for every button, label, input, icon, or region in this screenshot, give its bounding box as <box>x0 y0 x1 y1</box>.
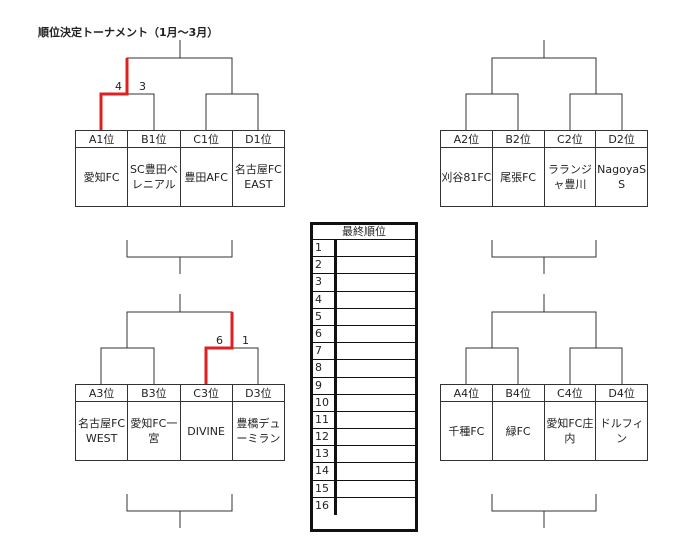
final-team-slot <box>337 412 415 428</box>
final-team-slot <box>337 395 415 411</box>
final-rank-number: 5 <box>313 308 337 325</box>
team-cell: 尾張FC <box>491 147 545 207</box>
final-ranking-row: 15 <box>313 480 415 498</box>
group-table-3: A3位 B3位 C3位 D3位 名古屋FCWEST 愛知FC一宮 DIVINE … <box>74 384 286 461</box>
position-cell: B3位 <box>127 384 181 402</box>
team-cell: NagoyaSS <box>595 147 648 207</box>
team-cell: 豊田AFC <box>179 147 233 207</box>
position-cell: B4位 <box>491 384 545 402</box>
group-table-4: A4位 B4位 C4位 D4位 千種FC 緑FC 愛知FC庄内 ドルフィン <box>440 384 648 461</box>
final-rank-number: 16 <box>313 497 337 515</box>
final-team-slot <box>337 498 415 515</box>
final-team-slot <box>337 343 415 359</box>
final-rank-number: 15 <box>313 480 337 497</box>
score-g3-right: 1 <box>242 334 249 347</box>
final-team-slot <box>337 257 415 273</box>
final-team-slot <box>337 360 415 376</box>
final-team-slot <box>337 240 415 256</box>
final-ranking-row: 10 <box>313 394 415 412</box>
position-cell: D2位 <box>595 130 648 148</box>
final-rank-number: 2 <box>313 257 337 274</box>
page-title: 順位決定トーナメント（1月〜3月） <box>38 26 219 39</box>
position-cell: D3位 <box>231 384 286 402</box>
final-rank-number: 11 <box>313 411 337 429</box>
team-cell: 名古屋FCWEST <box>74 401 129 461</box>
final-team-slot <box>337 463 415 479</box>
final-ranking-row: 8 <box>313 360 415 378</box>
position-cell: A2位 <box>440 130 493 148</box>
final-ranking-row: 5 <box>313 308 415 326</box>
position-cell: D1位 <box>231 130 286 148</box>
team-cell: SC豊田ベレニアル <box>127 147 181 207</box>
final-rank-number: 13 <box>313 446 337 463</box>
position-cell: D4位 <box>595 384 648 402</box>
group-table-1: A1位 B1位 C1位 D1位 愛知FC SC豊田ベレニアル 豊田AFC 名古屋… <box>74 130 286 207</box>
final-ranking-row: 3 <box>313 274 415 292</box>
team-cell: ラランジャ豊川 <box>543 147 597 207</box>
team-cell: 豊橋デューミラン <box>231 401 286 461</box>
team-cell: DIVINE <box>179 401 233 461</box>
position-cell: C4位 <box>543 384 597 402</box>
group-table-2: A2位 B2位 C2位 D2位 刈谷81FC 尾張FC ラランジャ豊川 Nago… <box>440 130 648 207</box>
score-g1-right: 3 <box>139 80 146 93</box>
score-g1-left: 4 <box>115 80 122 93</box>
final-ranking-row: 16 <box>313 497 415 515</box>
position-cell: B2位 <box>491 130 545 148</box>
position-cell: C3位 <box>179 384 233 402</box>
position-cell: C2位 <box>543 130 597 148</box>
position-cell: A1位 <box>74 130 129 148</box>
final-ranking-header: 最終順位 <box>313 225 415 240</box>
final-rank-number: 7 <box>313 343 337 360</box>
final-ranking-row: 6 <box>313 325 415 344</box>
final-ranking-row: 2 <box>313 257 415 275</box>
final-rank-number: 4 <box>313 291 337 308</box>
team-cell: 緑FC <box>491 401 545 461</box>
team-cell: 愛知FC庄内 <box>543 401 597 461</box>
final-ranking-row: 9 <box>313 377 415 395</box>
final-rank-number: 14 <box>313 463 337 480</box>
score-g3-left: 6 <box>216 334 223 347</box>
final-ranking-row: 7 <box>313 343 415 361</box>
final-ranking-row: 12 <box>313 429 415 447</box>
team-cell: 刈谷81FC <box>440 147 493 207</box>
final-team-slot <box>337 481 415 497</box>
final-rank-number: 12 <box>313 429 337 446</box>
position-cell: A4位 <box>440 384 493 402</box>
final-team-slot <box>337 309 415 325</box>
team-cell: 名古屋FCEAST <box>231 147 286 207</box>
final-team-slot <box>337 292 415 308</box>
final-rank-number: 10 <box>313 394 337 411</box>
final-rank-number: 6 <box>313 325 337 343</box>
final-rank-number: 8 <box>313 360 337 377</box>
final-team-slot <box>337 326 415 342</box>
final-ranking-row: 13 <box>313 446 415 464</box>
final-rank-number: 1 <box>313 240 337 257</box>
final-ranking-row: 1 <box>313 240 415 258</box>
position-cell: A3位 <box>74 384 129 402</box>
team-cell: 愛知FC一宮 <box>127 401 181 461</box>
final-ranking-row: 4 <box>313 291 415 309</box>
final-team-slot <box>337 446 415 462</box>
team-cell: 千種FC <box>440 401 493 461</box>
team-cell: ドルフィン <box>595 401 648 461</box>
final-rank-number: 9 <box>313 377 337 394</box>
position-cell: C1位 <box>179 130 233 148</box>
team-cell: 愛知FC <box>74 147 129 207</box>
final-ranking-row: 14 <box>313 463 415 481</box>
final-team-slot <box>337 378 415 394</box>
final-rank-number: 3 <box>313 274 337 291</box>
final-team-slot <box>337 429 415 445</box>
final-ranking-row: 11 <box>313 411 415 430</box>
position-cell: B1位 <box>127 130 181 148</box>
final-team-slot <box>337 274 415 290</box>
